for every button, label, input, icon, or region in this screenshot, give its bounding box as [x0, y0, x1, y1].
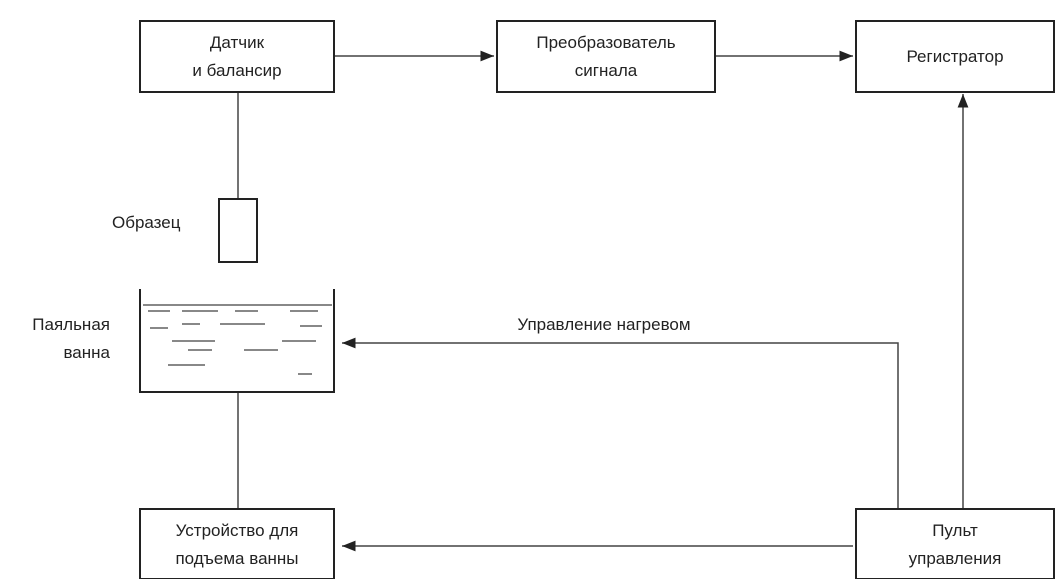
converter-label-line-1: Преобразователь [536, 33, 675, 52]
converter-label-line-2: сигнала [575, 61, 638, 80]
converter-block: Преобразователь сигнала [496, 20, 716, 93]
lift-label-line-1: Устройство для [176, 521, 299, 540]
sensor-block: Датчик и балансир [139, 20, 335, 93]
heating-control-label: Управление нагревом [517, 315, 690, 334]
recorder-label: Регистратор [906, 47, 1003, 66]
sensor-label-line-1: Датчик [210, 33, 265, 52]
bath-label-line-1: Паяльная [32, 315, 110, 334]
lift-block: Устройство для подъема ванны [139, 508, 335, 579]
bath-label-line-2: ванна [63, 343, 110, 362]
heating-control-arrow [342, 337, 899, 509]
sample: Образец [112, 198, 258, 263]
solder-bath: Паяльная ванна [32, 289, 335, 393]
sample-label: Образец [112, 213, 181, 232]
lift-label-line-2: подъема ванны [175, 549, 298, 568]
recorder-block: Регистратор [855, 20, 1055, 93]
control-label-line-2: управления [909, 549, 1002, 568]
control-panel-block: Пульт управления [855, 508, 1055, 579]
control-label-line-1: Пульт [932, 521, 978, 540]
sensor-label-line-2: и балансир [192, 61, 281, 80]
